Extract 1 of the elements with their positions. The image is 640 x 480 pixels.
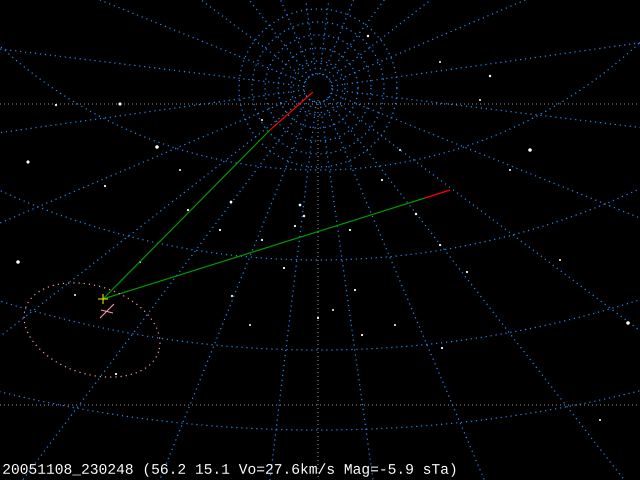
caption-text: 20051108_230248 (56.2 15.1 Vo=27.6km/s Mag=-5.9 sTa) xyxy=(3,463,456,477)
